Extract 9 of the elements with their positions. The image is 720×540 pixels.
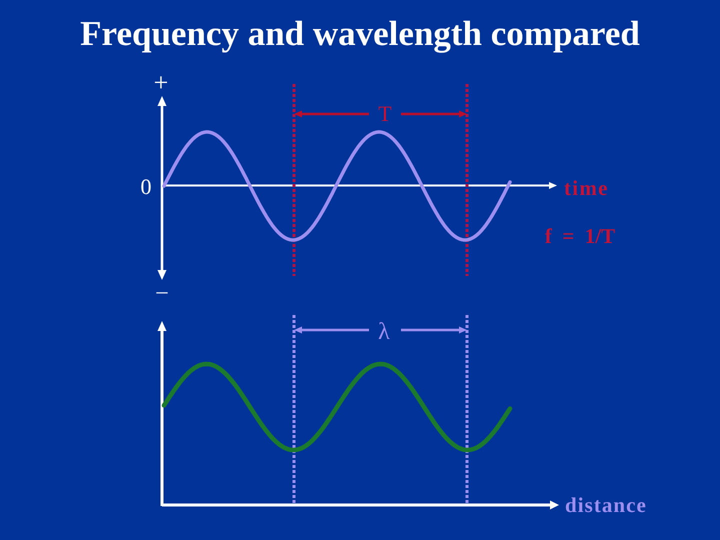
title: Frequency and wavelength compared (80, 14, 640, 54)
axis-zero-label: 0 (140, 175, 152, 199)
formula: f = 1/T (544, 224, 616, 248)
wavelength-label: λ (377, 320, 391, 344)
axis-plus-sign: + (152, 70, 170, 96)
axis-title: time (564, 176, 609, 200)
axis-minus-sign: – (155, 279, 169, 303)
period-label: T (377, 102, 393, 126)
axis-title: distance (565, 493, 647, 517)
